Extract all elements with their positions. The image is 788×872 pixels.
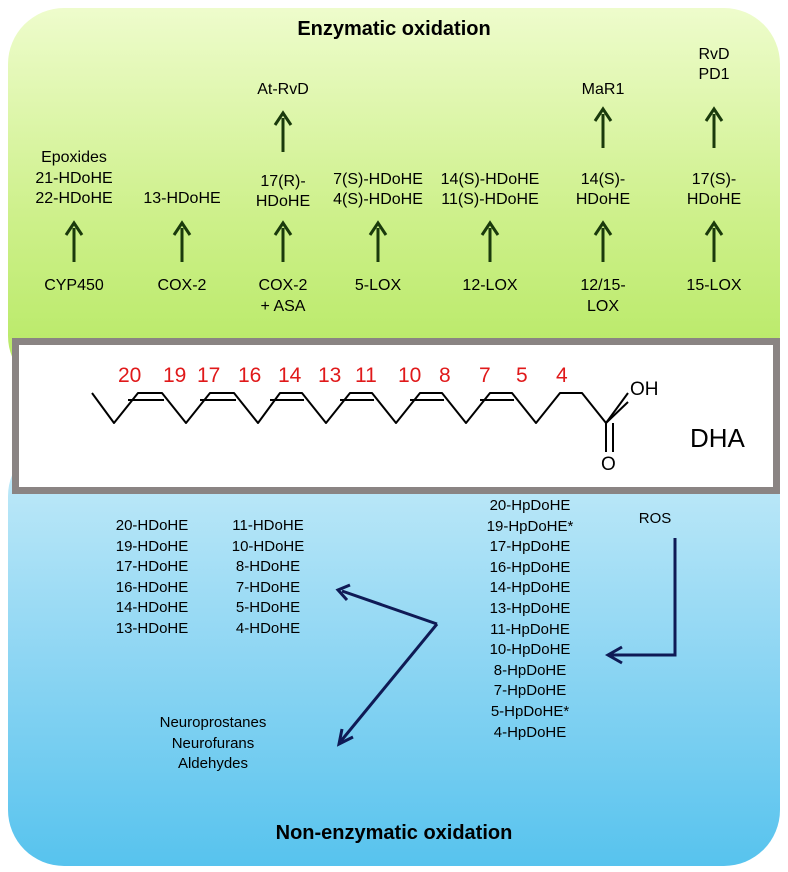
- enzyme-cyp450: CYP450: [44, 277, 104, 294]
- hpdohe-item: 8-HpDoHE: [493, 661, 567, 679]
- hpdohe-item: 11-HpDoHE: [490, 620, 570, 638]
- final-rvd: RvD: [698, 46, 730, 63]
- product-14s-line2: HDoHE: [575, 191, 631, 208]
- enzyme-1215lox-line1: 12/15-: [580, 277, 626, 294]
- product-epoxides: Epoxides: [41, 149, 107, 166]
- nonenzymatic-panel: [8, 440, 780, 866]
- enzymatic-panel: [8, 8, 780, 392]
- hpdohe-item: 10-HpDoHE: [489, 641, 571, 659]
- other-product-item: Neurofurans: [171, 734, 255, 752]
- product-7s-hdohe: 7(S)-HDoHE: [333, 171, 423, 188]
- hdohe-item: 17-HDoHE: [115, 558, 189, 576]
- carbon-number-10: 10: [398, 364, 422, 387]
- other-products-list: Neuroprostanes Neurofurans Aldehydes: [138, 713, 288, 775]
- enzyme-15lox: 15-LOX: [686, 277, 742, 294]
- ros-arrow: [610, 538, 677, 657]
- hdohe-list-col2: 11-HDoHE 10-HDoHE 8-HDoHE 7-HDoHE 5-HDoH…: [208, 516, 328, 640]
- final-pd1: PD1: [698, 66, 730, 83]
- carbon-number-20: 20: [118, 364, 142, 387]
- dha-oh-label: OH: [630, 379, 659, 400]
- product-11s-hdohe: 11(S)-HDoHE: [441, 191, 539, 208]
- hdohe-item: 14-HDoHE: [115, 599, 189, 617]
- final-mar1: MaR1: [581, 81, 625, 98]
- carbon-number-5: 5: [516, 364, 528, 387]
- product-21-hdohe: 21-HDoHE: [35, 170, 113, 187]
- arrow-to-hdohe: [341, 589, 438, 626]
- hdohe-item: 10-HDoHE: [231, 537, 305, 555]
- final-at-rvd: At-RvD: [257, 81, 309, 98]
- product-17r-line1: 17(R)-: [260, 173, 306, 190]
- hdohe-item: 16-HDoHE: [115, 578, 189, 596]
- nonenzymatic-title: Non-enzymatic oxidation: [275, 822, 513, 844]
- hdohe-item: 7-HDoHE: [235, 578, 301, 596]
- product-22-hdohe: 22-HDoHE: [35, 190, 113, 207]
- carbon-number-17: 17: [197, 364, 221, 387]
- hpdohe-item: 17-HpDoHE: [489, 538, 571, 556]
- carbon-number-7: 7: [479, 364, 491, 387]
- product-17r-line2: HDoHE: [255, 193, 311, 210]
- product-4s-hdohe: 4(S)-HDoHE: [333, 191, 423, 208]
- enzyme-cox2-asa-line2: + ASA: [260, 298, 306, 315]
- hdohe-item: 5-HDoHE: [235, 599, 301, 617]
- product-14s-line1: 14(S)-: [580, 171, 626, 188]
- carboxyl-oh-bond: [605, 401, 629, 424]
- hpdohe-item: 4-HpDoHE: [493, 723, 567, 741]
- carbon-number-19: 19: [163, 364, 187, 387]
- hdohe-item: 19-HDoHE: [115, 537, 189, 555]
- dha-label: DHA: [690, 423, 745, 453]
- hpdohe-item: 7-HpDoHE: [493, 682, 567, 700]
- enzyme-5lox: 5-LOX: [354, 277, 402, 294]
- carbon-number-11: 11: [355, 364, 377, 387]
- dha-o-label: O: [601, 454, 616, 475]
- hpdohe-item: 19-HpDoHE*: [486, 517, 574, 535]
- product-14s-hdohe: 14(S)-HDoHE: [440, 171, 540, 188]
- enzymatic-title: Enzymatic oxidation: [297, 18, 491, 40]
- carbon-number-8: 8: [439, 364, 451, 387]
- hdohe-item: 13-HDoHE: [115, 619, 189, 637]
- hpdohe-item: 14-HpDoHE: [489, 579, 571, 597]
- enzyme-1215lox-line2: LOX: [586, 298, 619, 315]
- enzyme-cox2-asa-line1: COX-2: [258, 277, 308, 294]
- product-17s-line2: HDoHE: [686, 191, 742, 208]
- arrow-to-neuroprostanes: [339, 623, 439, 742]
- hdohe-item: 4-HDoHE: [235, 619, 301, 637]
- product-13-hdohe: 13-HDoHE: [143, 190, 221, 207]
- hpdohe-item: 20-HpDoHE: [489, 497, 571, 514]
- other-product-item: Aldehydes: [177, 755, 249, 773]
- hpdohe-item: 13-HpDoHE: [489, 599, 571, 617]
- enzyme-cox2: COX-2: [157, 277, 207, 294]
- enzyme-12lox: 12-LOX: [462, 277, 518, 294]
- hpdohe-item: 16-HpDoHE: [489, 558, 571, 576]
- hdohe-list-col1: 20-HDoHE 19-HDoHE 17-HDoHE 16-HDoHE 14-H…: [92, 516, 212, 640]
- product-17s-line1: 17(S)-: [691, 171, 737, 188]
- hpdohe-item: 5-HpDoHE*: [490, 702, 570, 720]
- hdohe-item: 11-HDoHE: [232, 517, 304, 534]
- hpdohe-list: 20-HpDoHE 19-HpDoHE* 17-HpDoHE 16-HpDoHE…: [455, 496, 605, 743]
- carbon-number-16: 16: [238, 364, 262, 387]
- hdohe-item: 8-HDoHE: [235, 558, 301, 576]
- ros-label: ROS: [638, 510, 672, 527]
- carbon-number-4: 4: [556, 364, 568, 387]
- carbon-number-13: 13: [318, 364, 342, 387]
- dha-carbon-chain: [91, 392, 629, 424]
- dha-structure-box: [12, 338, 780, 494]
- hdohe-item: 20-HDoHE: [115, 517, 189, 534]
- other-product-item: Neuroprostanes: [159, 714, 267, 731]
- carbon-number-14: 14: [278, 364, 302, 387]
